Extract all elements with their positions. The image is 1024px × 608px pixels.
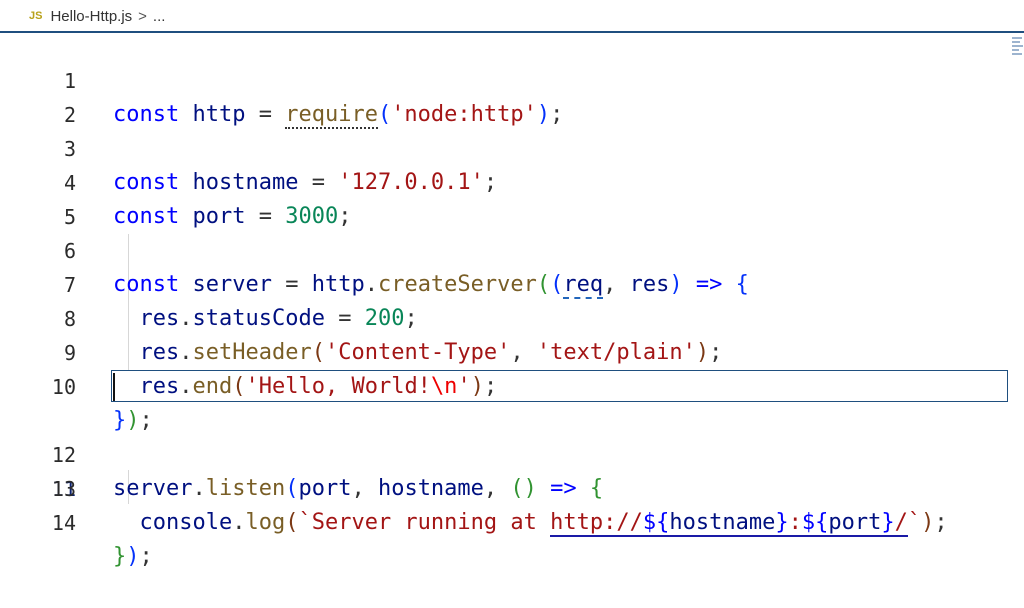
line-number: 1	[63, 69, 76, 93]
chevron-right-icon: >	[138, 7, 147, 25]
code-line[interactable]: 10 });	[0, 336, 1024, 433]
code-line[interactable]: 6 const server = http.createServer((req,…	[0, 200, 1024, 299]
line-number: 10	[51, 375, 76, 399]
line-number: 4	[63, 171, 76, 195]
breadcrumb-divider	[0, 31, 1024, 33]
code-line-active[interactable]: 11	[0, 370, 1024, 501]
line-number: 14	[51, 511, 76, 535]
line-number: 13	[51, 477, 76, 501]
code-editor[interactable]: 1 const http = require('node:http'); 2 3…	[0, 30, 1024, 569]
minimap-line	[1012, 37, 1022, 39]
code-line[interactable]: 9 res.end('Hello, World!\n');	[0, 302, 1024, 399]
line-number: 12	[51, 443, 76, 467]
line-number: 11	[51, 477, 76, 501]
code-line[interactable]: 5	[0, 166, 1024, 229]
code-line[interactable]: 1 const http = require('node:http');	[0, 30, 1024, 129]
code-line[interactable]: 4 const port = 3000;	[0, 132, 1024, 229]
minimap-line	[1012, 49, 1019, 51]
javascript-file-icon: JS	[29, 10, 43, 22]
breadcrumb-ellipsis[interactable]: ...	[152, 7, 166, 25]
breadcrumb: JS Hello-Http.js > ...	[0, 0, 1024, 32]
indent-guide	[128, 234, 129, 370]
current-line-highlight	[111, 370, 1008, 402]
minimap-line	[1012, 53, 1022, 55]
line-number: 2	[63, 103, 76, 127]
code-line[interactable]: 8 res.setHeader('Content-Type', 'text/pl…	[0, 268, 1024, 365]
minimap-line	[1012, 45, 1023, 47]
code-line[interactable]: 7 res.statusCode = 200;	[0, 234, 1024, 331]
text-cursor	[113, 373, 115, 401]
code-line[interactable]: 3 const hostname = '127.0.0.1';	[0, 98, 1024, 195]
minimap[interactable]	[1012, 37, 1024, 63]
line-number: 8	[63, 307, 76, 331]
code-line[interactable]: 13 console.log(`Server running at http:/…	[0, 438, 1024, 537]
require-call[interactable]: require	[285, 102, 378, 129]
line-number: 3	[63, 137, 76, 161]
minimap-line	[1012, 41, 1020, 43]
code-line[interactable]: 2	[0, 64, 1024, 127]
indent-guide	[128, 470, 129, 504]
line-number: 6	[63, 239, 76, 263]
line-number: 5	[63, 205, 76, 229]
line-number: 7	[63, 273, 76, 297]
breadcrumb-file-name[interactable]: Hello-Http.js	[50, 7, 133, 25]
code-line[interactable]: 14 });	[0, 472, 1024, 569]
line-number: 9	[63, 341, 76, 365]
req-parameter[interactable]: req	[563, 272, 604, 299]
code-line[interactable]: 12 server.listen(port, hostname, () => {	[0, 404, 1024, 501]
url-link[interactable]: http://${hostname}:${port}/	[550, 510, 908, 537]
